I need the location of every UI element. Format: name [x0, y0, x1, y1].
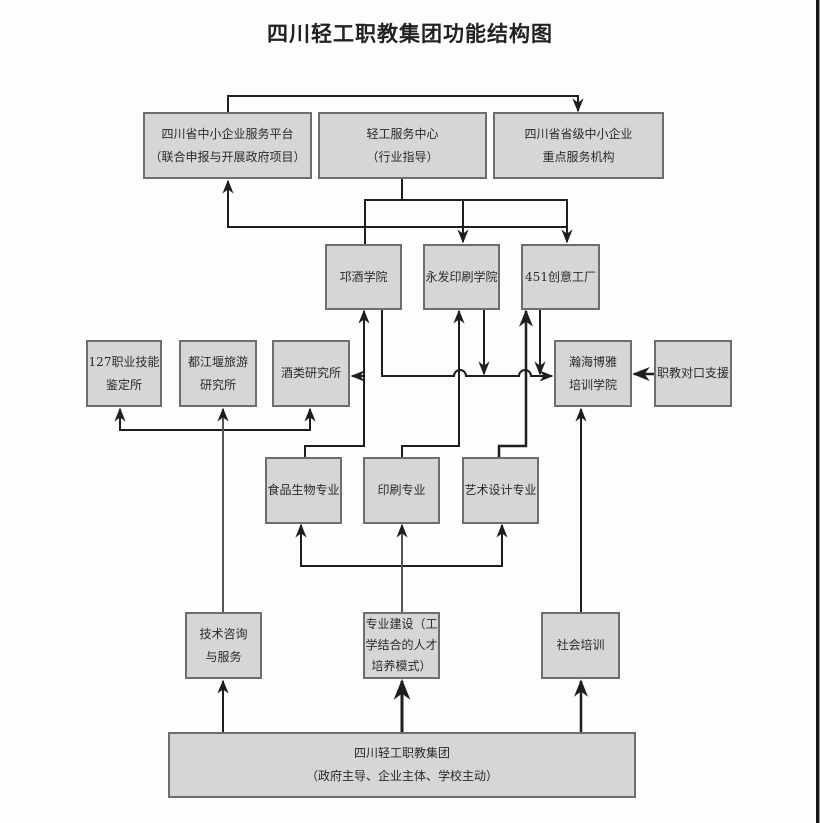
node-line: 培养模式） [371, 659, 432, 673]
diagram-title: 四川轻工职教集团功能结构图 [267, 22, 553, 46]
edge-center-to-platform [222, 179, 567, 228]
node-vocational-support: 职教对口支援 [654, 340, 732, 407]
node-line: 邛酒学院 [339, 269, 388, 284]
edge-printing-to-yongfa [401, 309, 465, 458]
node-art-design-major: 艺术设计专业 [462, 457, 539, 524]
edge-art-to-451 [497, 309, 533, 458]
node-line: 127职业技能 [88, 354, 160, 369]
node-hanhai-boya: 瀚海博雅 培训学院 [554, 340, 632, 407]
node-line: 专业建设（工 [365, 617, 438, 631]
edge-bus-to-127 [114, 407, 221, 431]
node-line: 食品生物专业 [267, 483, 340, 497]
node-line: 研究所 [199, 377, 236, 392]
node-qiongjiu-college: 邛酒学院 [325, 244, 402, 310]
node-line: 瀚海博雅 [568, 354, 617, 369]
edge-center-to-451 [463, 199, 573, 244]
node-line: （行业指导） [366, 149, 439, 164]
node-line: 四川轻工职教集团 [353, 746, 450, 760]
node-line: 艺术设计专业 [464, 483, 537, 497]
edge-bus-to-food [295, 523, 402, 567]
node-provincial-sme-org: 四川省省级中小企业 重点服务机构 [493, 112, 664, 179]
node-line: 职教对口支援 [656, 366, 729, 380]
node-major-construction: 专业建设（工 学结合的人才 培养模式） [363, 612, 440, 679]
node-line: 451创意工厂 [525, 269, 596, 284]
node-line: 轻工服务中心 [366, 126, 439, 141]
node-line: 鉴定所 [105, 377, 142, 392]
node-dujiangyan-tourism: 都江堰旅游 研究所 [179, 340, 257, 407]
node-printing-major: 印刷专业 [363, 457, 440, 524]
node-food-bio-major: 食品生物专业 [265, 457, 342, 524]
node-line: 培训学院 [568, 377, 617, 392]
node-line: 社会培训 [556, 638, 605, 652]
node-group: 四川轻工职教集团 （政府主导、企业主体、学校主动） [168, 732, 636, 798]
node-line: 酒类研究所 [280, 366, 341, 380]
node-sme-platform: 四川省中小企业服务平台 （联合申报与开展政府项目） [143, 112, 312, 179]
edge-bus-to-liquor [221, 407, 316, 431]
edge-qiongjiu-to-hanhai [381, 309, 554, 382]
edge-bus-to-art [402, 523, 508, 567]
node-social-training: 社会培训 [541, 612, 620, 679]
edge-platform-to-provincial-org [227, 95, 584, 113]
node-line: （政府主导、企业主体、学校主动） [305, 769, 498, 783]
edge-center-bus [364, 178, 403, 244]
node-line: 与服务 [205, 649, 242, 664]
node-skill-appraisal-127: 127职业技能 鉴定所 [86, 340, 162, 407]
node-tech-consulting: 技术咨询 与服务 [185, 612, 262, 679]
node-line: 技术咨询 [199, 626, 248, 641]
node-yongfa-printing-college: 永发印刷学院 [423, 244, 500, 310]
node-line: 四川省省级中小企业 [524, 126, 633, 141]
edge-center-to-yongfa [365, 199, 469, 244]
node-line: 都江堰旅游 [187, 354, 248, 369]
node-line: 四川省中小企业服务平台 [161, 126, 294, 141]
node-liquor-research: 酒类研究所 [272, 340, 350, 407]
node-line: 永发印刷学院 [425, 269, 498, 284]
node-line: 印刷专业 [377, 483, 426, 497]
node-line: （联合申报与开展政府项目） [149, 149, 306, 164]
node-line: 重点服务机构 [542, 149, 615, 164]
node-light-industry-center: 轻工服务中心 （行业指导） [318, 112, 487, 179]
node-factory-451: 451创意工厂 [521, 244, 600, 310]
node-line: 学结合的人才 [365, 638, 438, 652]
